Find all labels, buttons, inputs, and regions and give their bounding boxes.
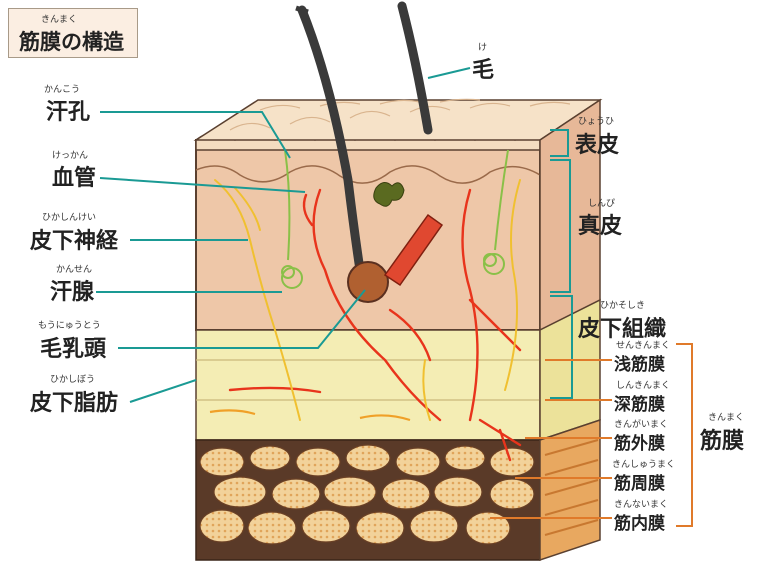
label-subcutaneous-fat: 皮下脂肪 xyxy=(30,391,119,416)
cutaneous-nerve-ruby: ひかしんけい xyxy=(42,213,97,223)
fascia-group-ruby: きんまく xyxy=(708,413,745,423)
bracket-fascia xyxy=(676,343,693,527)
endomysium-ruby: きんないまく xyxy=(614,500,669,510)
label-fascia-group: 筋膜 xyxy=(700,429,745,454)
label-dermis: 真皮 xyxy=(578,214,623,239)
hair-shaft-second xyxy=(397,1,433,135)
blood-vessel-ruby: けっかん xyxy=(52,151,89,161)
epimysium-ruby: きんがいまく xyxy=(614,420,669,430)
leader-subcutaneous-fat xyxy=(129,379,197,403)
hair-ruby: け xyxy=(478,43,488,53)
epidermis-top-face xyxy=(193,99,603,141)
title-ruby: きんまく xyxy=(41,15,78,25)
leader-sweat-pore xyxy=(100,111,291,159)
subcutaneous-tissue-ruby: ひかそしき xyxy=(600,301,646,311)
epidermis-ruby: ひょうひ xyxy=(578,117,615,127)
sweat-pore-ruby: かんこう xyxy=(44,85,81,95)
leader-blood-vessel xyxy=(99,177,306,193)
dermis-ruby: しんぴ xyxy=(588,199,616,209)
sweat-gland-ruby: かんせん xyxy=(56,265,93,275)
page-title: 筋膜の構造 xyxy=(19,30,124,54)
bracket-epidermis xyxy=(550,129,569,157)
label-blood-vessel: 血管 xyxy=(52,166,97,191)
label-subcutaneous-tissue: 皮下組織 xyxy=(578,317,667,342)
hair-papilla-illustration xyxy=(347,261,389,303)
label-superficial-fascia: 浅筋膜 xyxy=(614,355,665,375)
label-sweat-gland: 汗腺 xyxy=(50,280,95,305)
superficial-fascia-ruby: せんきんまく xyxy=(616,341,671,351)
label-sweat-pore: 汗孔 xyxy=(46,100,91,125)
leader-hair xyxy=(427,67,471,79)
label-hair: 毛 xyxy=(472,58,495,83)
hair-papilla-ruby: もうにゅうとう xyxy=(38,321,101,331)
subcutaneous-fat-ruby: ひかしぼう xyxy=(50,375,96,385)
label-cutaneous-nerve: 皮下神経 xyxy=(30,229,119,254)
label-deep-fascia: 深筋膜 xyxy=(614,395,665,415)
title-box: きんまく 筋膜の構造 xyxy=(8,8,138,58)
label-epidermis: 表皮 xyxy=(575,133,620,158)
leader-hair-papilla xyxy=(118,289,366,349)
label-hair-papilla: 毛乳頭 xyxy=(40,337,107,362)
deep-fascia-ruby: しんきんまく xyxy=(616,381,671,391)
label-perimysium: 筋周膜 xyxy=(614,474,665,494)
subcutaneous-fat-layer xyxy=(195,329,541,441)
bracket-subcutaneous-tissue xyxy=(550,295,573,399)
label-epimysium: 筋外膜 xyxy=(614,434,665,454)
bracket-dermis xyxy=(550,159,571,293)
label-endomysium: 筋内膜 xyxy=(614,514,665,534)
hair-shaft-main xyxy=(297,5,365,275)
perimysium-ruby: きんしゅうまく xyxy=(612,460,676,470)
